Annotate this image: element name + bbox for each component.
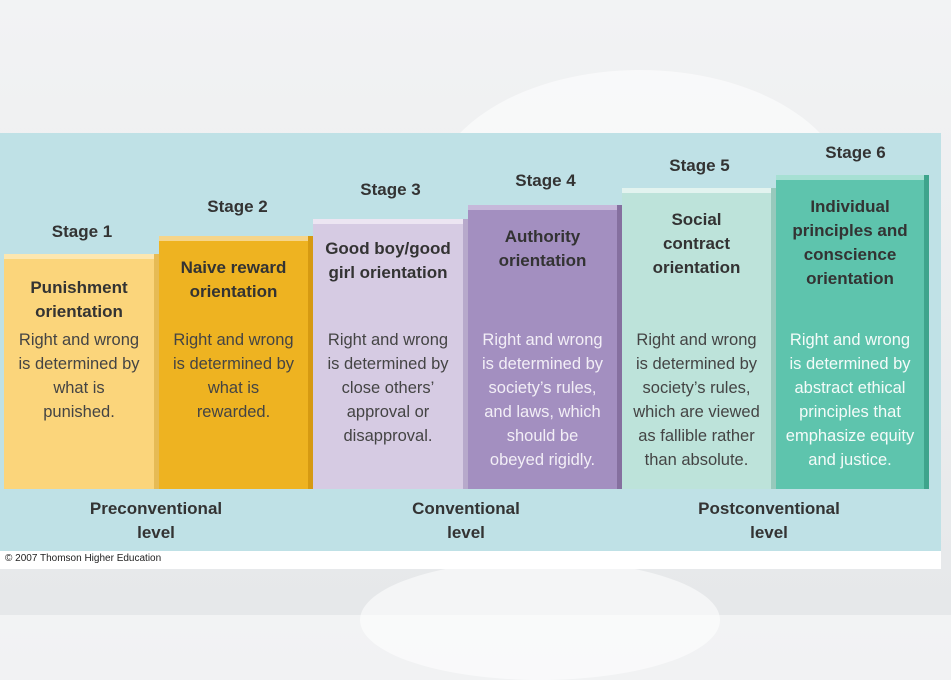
background-shape — [360, 560, 720, 680]
step-shadow — [154, 254, 159, 489]
stage-description: Right and wrong is determined by what is… — [172, 331, 295, 421]
footer-strip — [0, 551, 941, 569]
stage-label: Stage 3 — [360, 180, 421, 199]
stage-orientation: Good boy/good girl orientation — [325, 239, 451, 282]
step-shadow — [924, 175, 929, 489]
step-shadow — [617, 205, 622, 489]
step-shadow — [308, 236, 313, 489]
stage-label: Stage 5 — [669, 156, 730, 175]
stage-description: Right and wrong is determined by abstrac… — [785, 331, 915, 469]
step-shadow — [463, 219, 468, 489]
stage-label: Stage 1 — [51, 222, 113, 241]
stage-6-step: Individual principles and conscience ori… — [776, 175, 929, 489]
step-highlight — [4, 254, 159, 259]
level-label-preconventional: Preconventional level — [89, 499, 223, 542]
step-highlight — [622, 188, 776, 193]
step-highlight — [776, 175, 929, 180]
stage-orientation: Naive reward orientation — [180, 258, 287, 301]
stage-label: Stage 4 — [515, 171, 576, 190]
stage-label: Stage 6 — [825, 143, 886, 162]
stage-orientation: Social contract orientation — [652, 210, 741, 277]
step-highlight — [468, 205, 622, 210]
step-highlight — [159, 236, 313, 241]
step-highlight — [313, 219, 468, 224]
stage-orientation: Punishment orientation — [30, 278, 128, 321]
stage-orientation: Individual principles and conscience ori… — [792, 197, 908, 288]
stage-description: Right and wrong is determined by society… — [633, 331, 760, 469]
stage-orientation: Authority orientation — [498, 227, 587, 270]
level-label-conventional: Conventional level — [412, 499, 520, 542]
stage-description: Right and wrong is determined by what is… — [18, 331, 140, 421]
stage-label: Stage 2 — [207, 197, 268, 216]
stage-description: Right and wrong is determined by society… — [481, 331, 604, 469]
copyright-notice: © 2007 Thomson Higher Education — [5, 553, 162, 564]
level-label-postconventional: Postconventional level — [698, 499, 840, 542]
step-shadow — [771, 188, 776, 489]
stage-description: Right and wrong is determined by close o… — [327, 331, 449, 445]
